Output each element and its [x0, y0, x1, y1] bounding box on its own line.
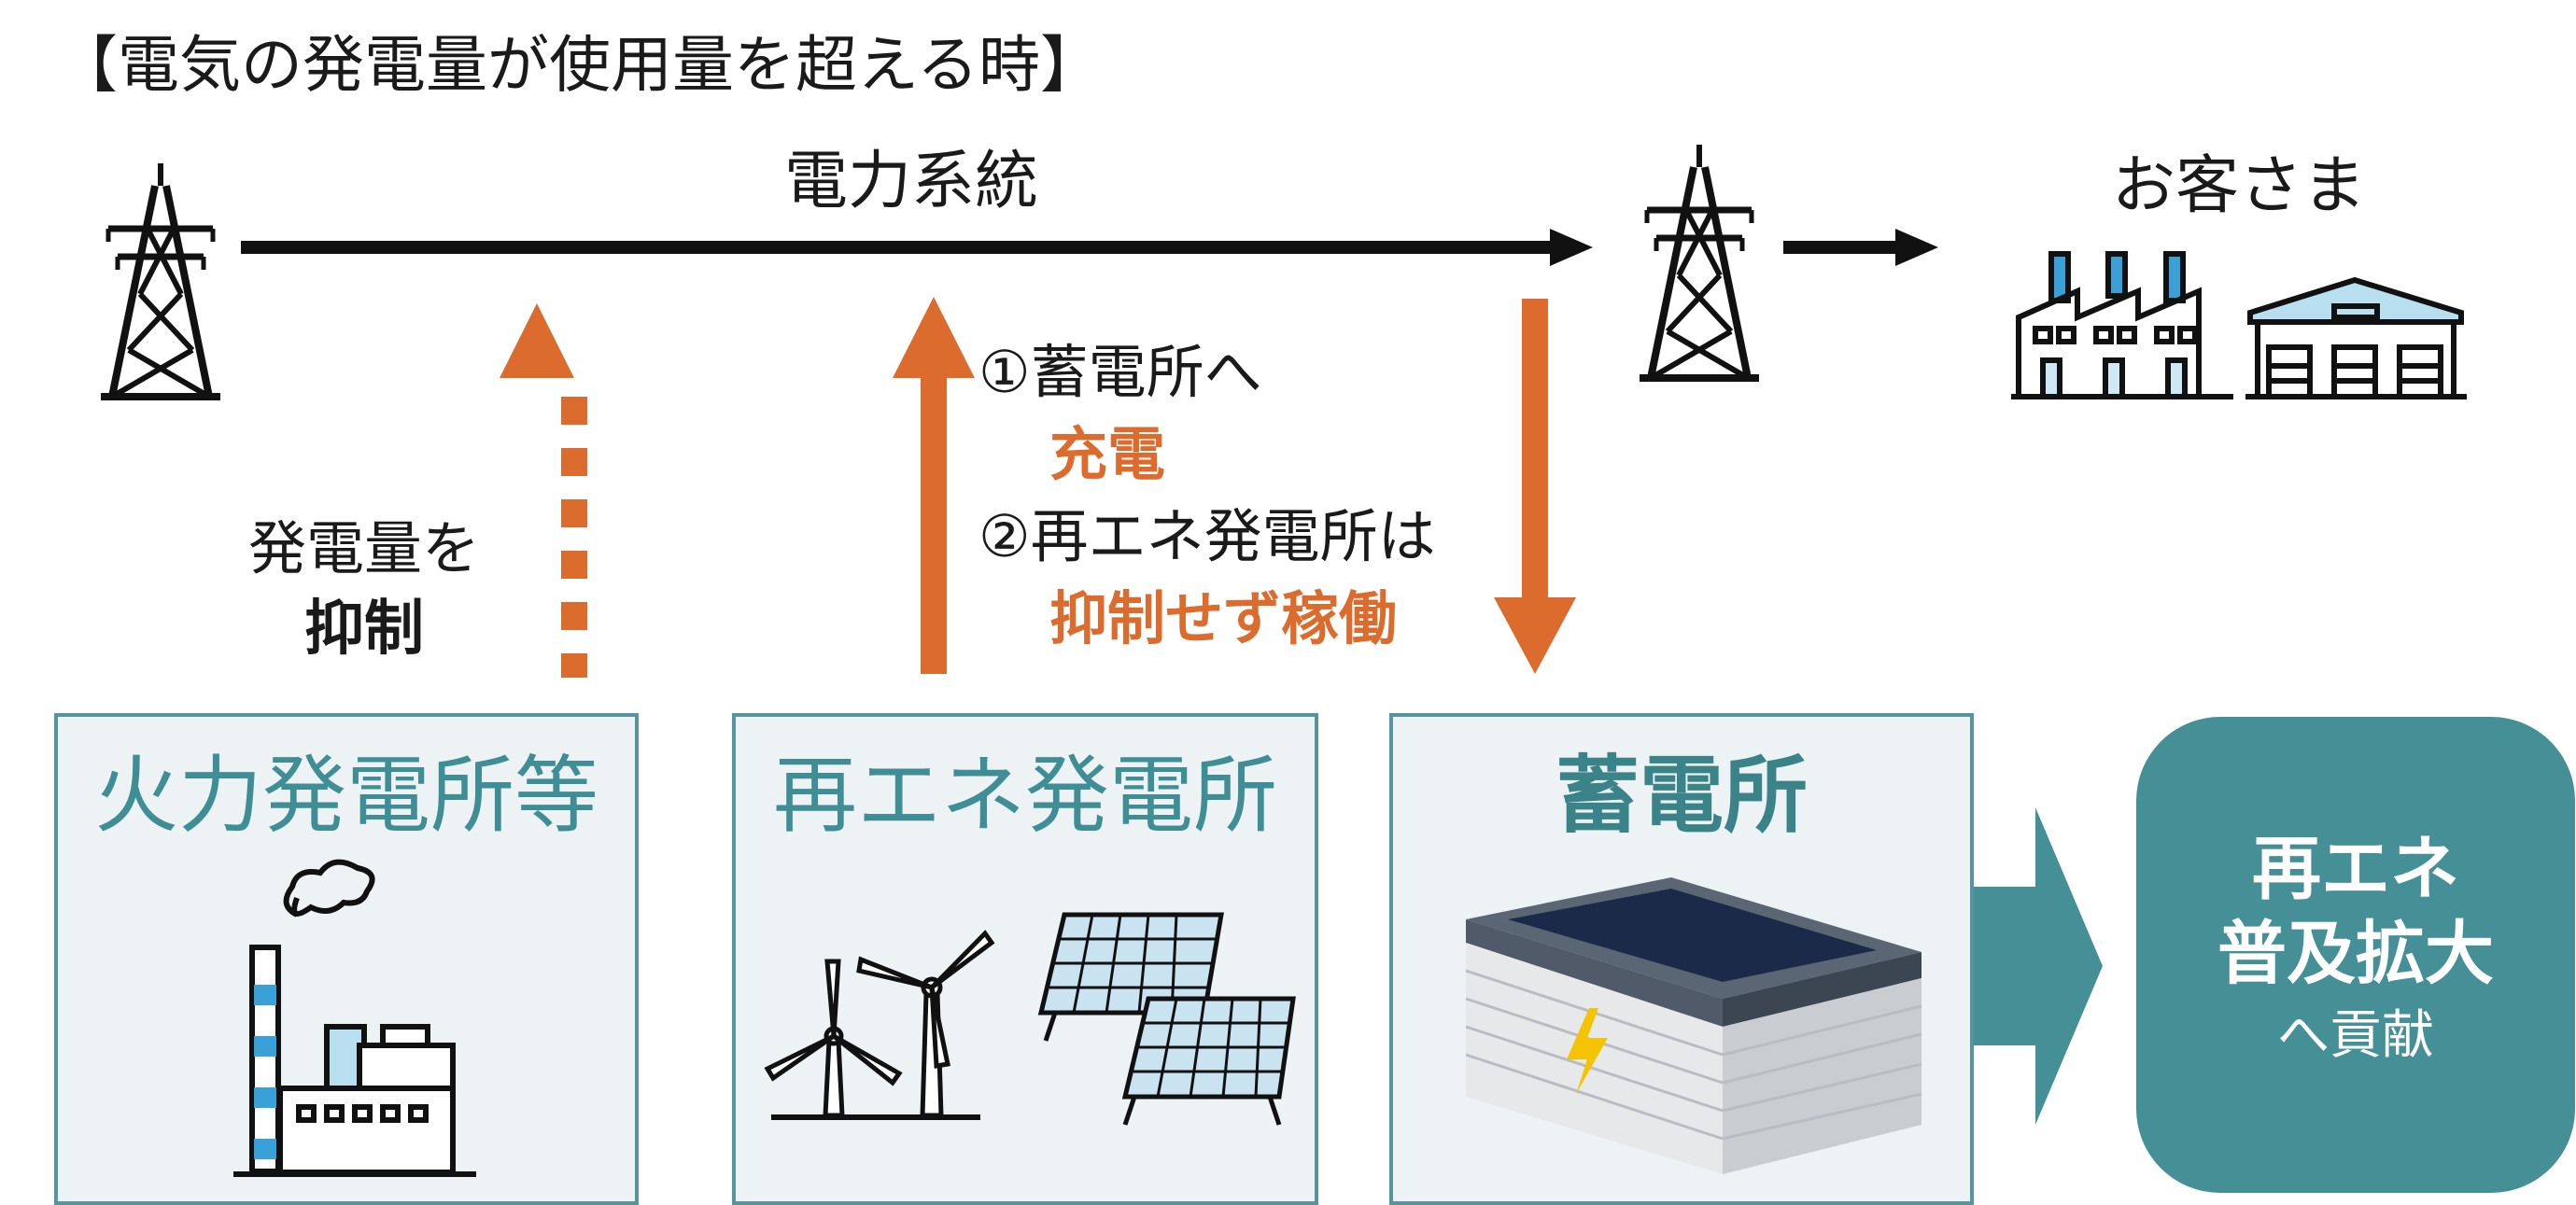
thermal-plant-icon — [233, 859, 476, 1177]
result-line3: へ貢献 — [2277, 1005, 2434, 1066]
renewable-output-arrow — [893, 297, 975, 674]
annotation-item2: ②再エネ発電所は — [978, 502, 1436, 570]
annotation-item1-emphasis: 充電 — [1049, 420, 1166, 488]
result-line1: 再エネ — [2252, 829, 2459, 909]
suppressed-output-arrow — [500, 303, 587, 678]
result-arrow — [1974, 807, 2103, 1125]
result-badge: 再エネ 普及拡大 へ貢献 — [2136, 717, 2575, 1193]
storage-station-title: 蓄電所 — [1555, 747, 1808, 845]
transmission-tower-icon — [101, 163, 220, 397]
suppress-label: 発電量を 抑制 — [140, 509, 588, 669]
battery-storage-icon — [1465, 877, 1922, 1174]
annotation-item1: ①蓄電所へ — [978, 338, 1262, 406]
transmission-tower-icon — [1640, 145, 1759, 378]
diagram-heading: 【電気の発電量が使用量を超える時】 — [56, 29, 1103, 101]
annotation-item2-emphasis: 抑制せず稼働 — [1049, 584, 1398, 652]
warehouse-icon — [2245, 276, 2467, 399]
suppress-label-line2: 抑制 — [304, 595, 424, 664]
factory-icon — [2011, 251, 2233, 399]
grid-arrowhead — [1550, 229, 1593, 266]
renewable-plant-title: 再エネ発電所 — [773, 747, 1277, 845]
wind-turbine-icon — [764, 930, 995, 1120]
flow-annotation: ①蓄電所へ 充電 ②再エネ発電所は 抑制せず稼働 — [978, 331, 1436, 660]
suppress-label-line1: 発電量を — [247, 514, 480, 582]
customers-label: お客さま — [2112, 149, 2367, 223]
result-line2: 普及拡大 — [2217, 914, 2494, 994]
solar-panel-icon — [1037, 912, 1296, 1126]
storage-charge-arrow — [1494, 299, 1576, 674]
lightning-bolt-icon — [1567, 1008, 1608, 1094]
power-grid-label: 電力系統 — [784, 145, 1039, 218]
customer-arrowhead — [1895, 229, 1938, 266]
thermal-plant-title: 火力発電所等 — [94, 747, 598, 845]
